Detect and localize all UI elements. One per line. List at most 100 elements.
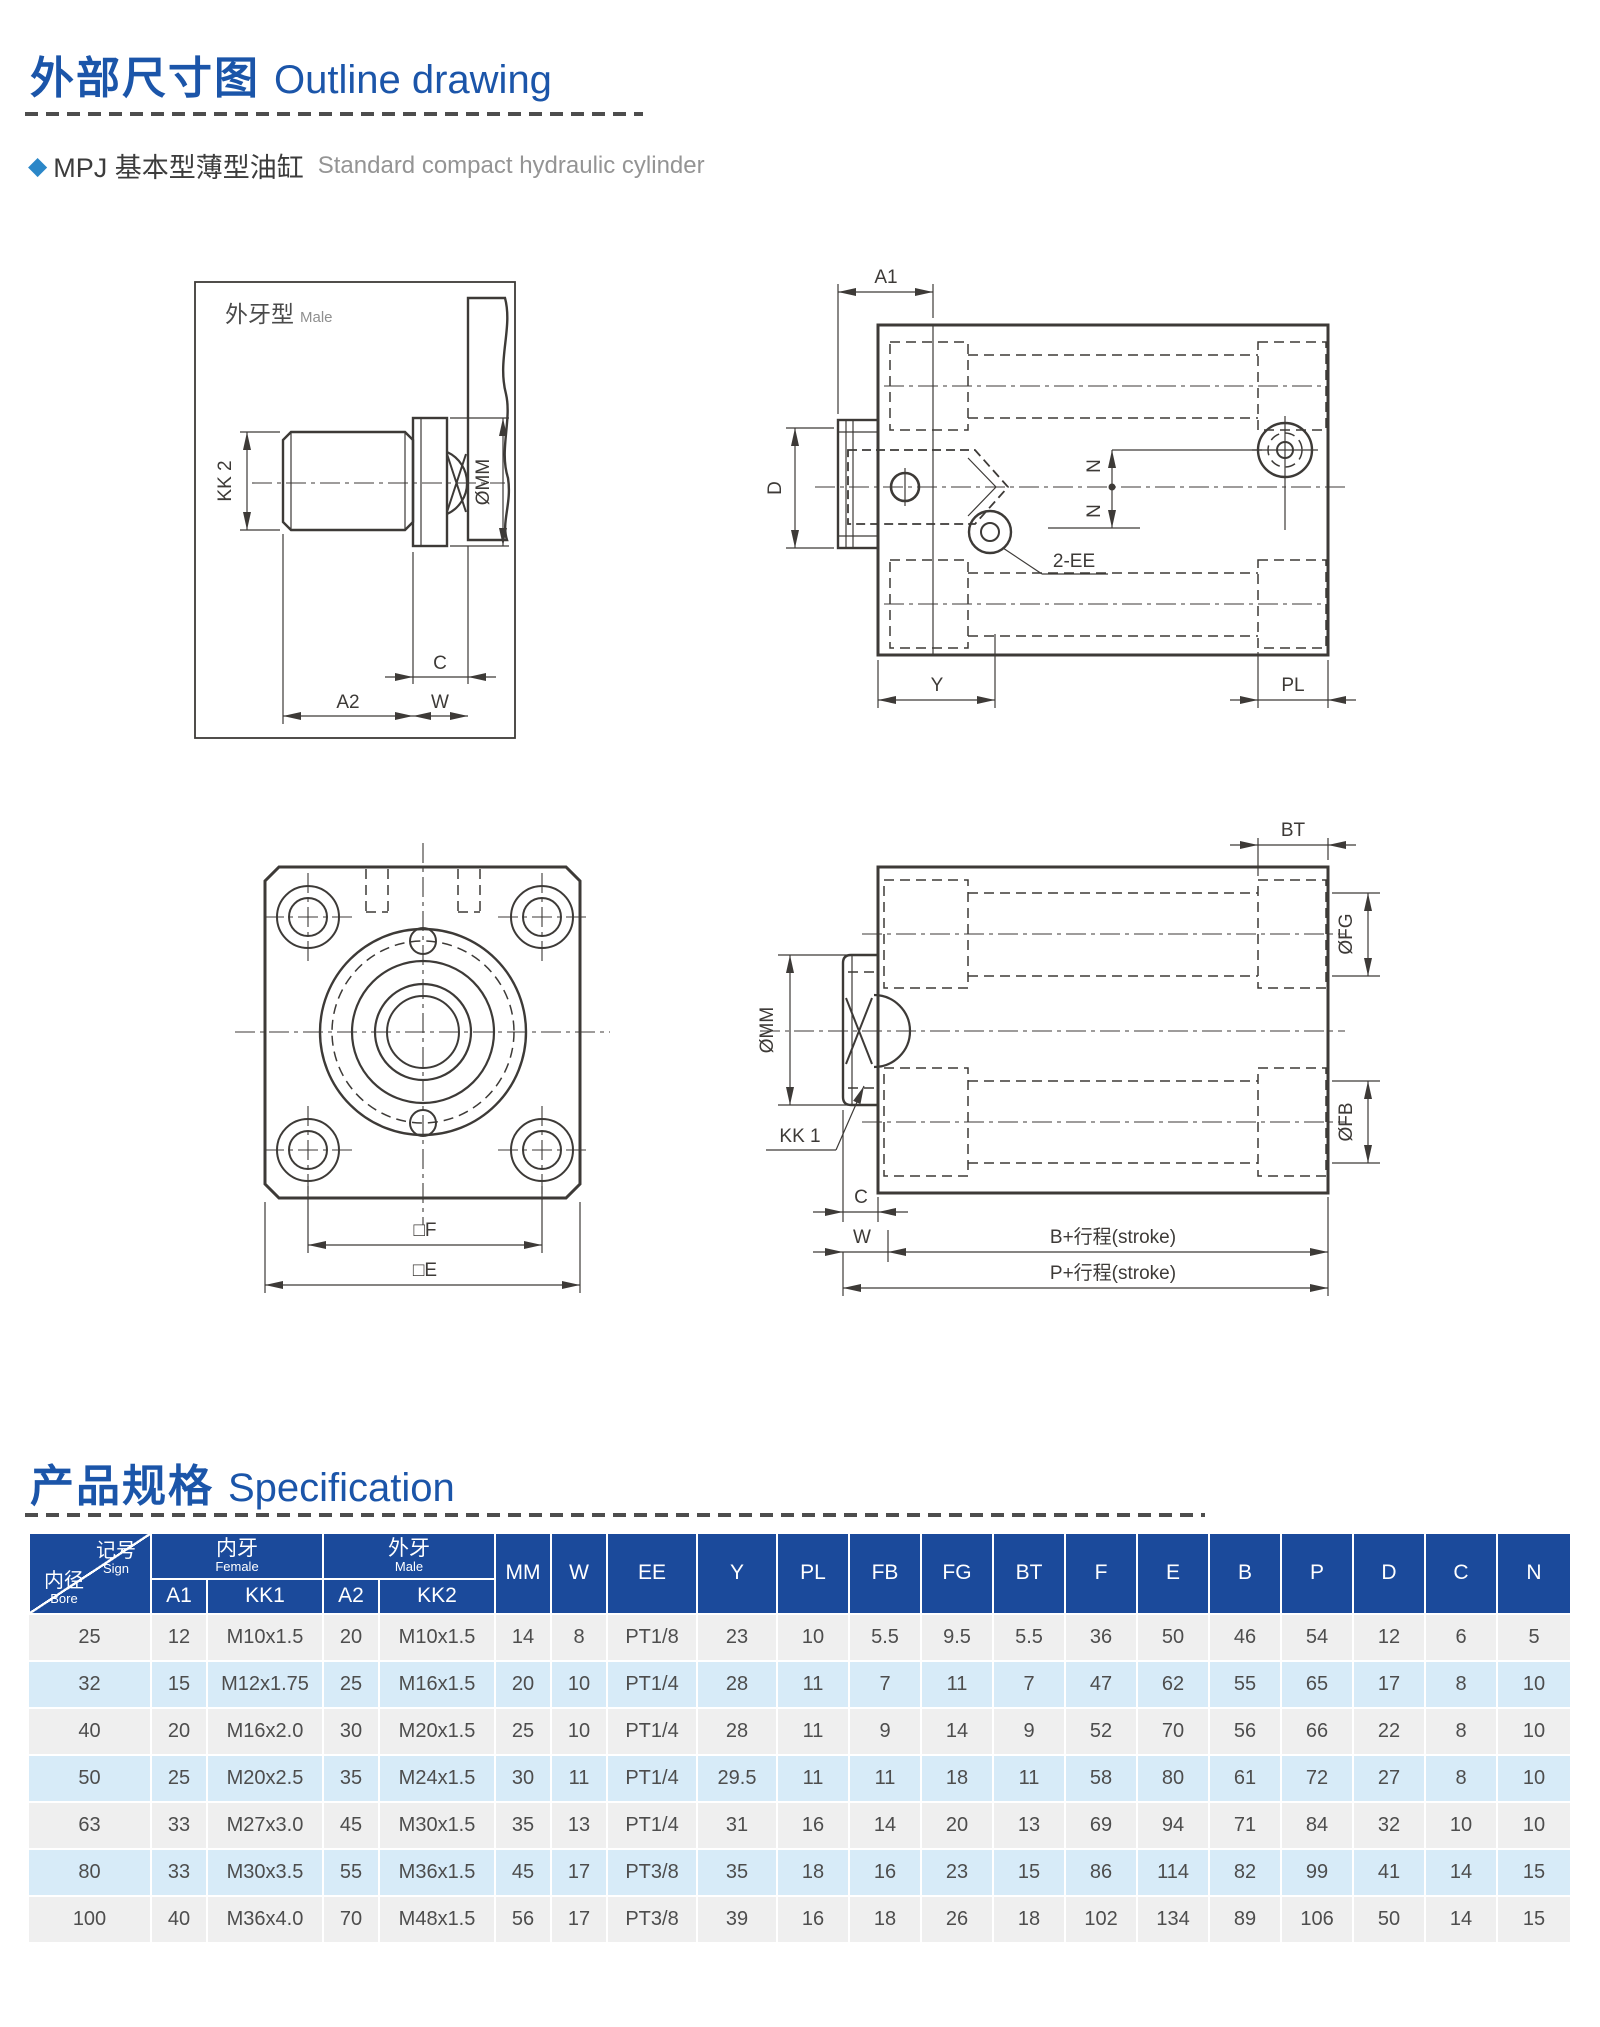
spec-cell: 10 [1497, 1802, 1573, 1850]
spec-cell: 70 [1137, 1708, 1211, 1756]
drawing-caption-en: Male [300, 309, 333, 326]
col-header-ee: EE [606, 1532, 699, 1615]
drawing-side-view: A1 D N N 2-EE Y [765, 267, 1356, 708]
spec-cell: 86 [1065, 1849, 1139, 1897]
col-header-w: W [550, 1532, 609, 1615]
spec-cell: 32 [1353, 1802, 1427, 1850]
spec-cell: 17 [1353, 1661, 1427, 1709]
spec-cell: 26 [921, 1896, 995, 1944]
spec-cell: 45 [323, 1802, 381, 1850]
spec-cell: M48x1.5 [379, 1896, 497, 1944]
col-header-c: C [1424, 1532, 1499, 1615]
spec-cell: 39 [697, 1896, 779, 1944]
bore-cell: 100 [29, 1896, 152, 1944]
dim-label-n-upper: N [1084, 459, 1105, 473]
spec-cell: 14 [495, 1614, 553, 1662]
spec-cell: 13 [993, 1802, 1067, 1850]
spec-cell: 25 [151, 1755, 208, 1803]
spec-cell: 10 [1497, 1661, 1573, 1709]
col-header-bt: BT [992, 1532, 1067, 1615]
drawing-female-side-view: BT ØFG ØFB ØMM KK 1 C [757, 820, 1380, 1296]
dim-label-b-stroke: B+行程(stroke) [1050, 1226, 1176, 1248]
spec-cell: 102 [1065, 1896, 1139, 1944]
spec-cell: 40 [151, 1896, 208, 1944]
dim-label-w: W [431, 692, 449, 713]
spec-cell: 6 [1425, 1614, 1499, 1662]
spec-cell: 41 [1353, 1849, 1427, 1897]
spec-cell: PT1/8 [607, 1614, 699, 1662]
corner-sign-label: 记号 Sign [96, 1540, 136, 1576]
spec-cell: 52 [1065, 1708, 1139, 1756]
dim-label-bt: BT [1281, 820, 1306, 841]
corner-header: 记号 Sign 内径 Bore [28, 1532, 152, 1615]
spec-cell: 20 [323, 1614, 381, 1662]
spec-title-en: Specification [228, 1466, 455, 1510]
spec-cell: 20 [495, 1661, 553, 1709]
spec-cell: 17 [551, 1849, 609, 1897]
spec-cell: 80 [1137, 1755, 1211, 1803]
bore-cell: 32 [29, 1661, 152, 1709]
spec-cell: 23 [921, 1849, 995, 1897]
spec-cell: 18 [921, 1755, 995, 1803]
col-header-kk2: KK2 [378, 1578, 497, 1615]
spec-cell: 16 [777, 1802, 851, 1850]
spec-cell: 45 [495, 1849, 553, 1897]
spec-cell: 30 [323, 1708, 381, 1756]
spec-cell: 33 [151, 1849, 208, 1897]
spec-cell: 11 [849, 1755, 923, 1803]
product-bullet: ◆ MPJ 基本型薄型油缸 Standard compact hydraulic… [28, 146, 705, 185]
dim-label-mm: ØMM [473, 459, 494, 505]
bore-cell: 40 [29, 1708, 152, 1756]
spec-cell: 8 [551, 1614, 609, 1662]
spec-cell: M27x3.0 [207, 1802, 325, 1850]
outline-drawings: 外牙型 Male KK 2 ØMM [194, 267, 1380, 1296]
spec-cell: 10 [1497, 1708, 1573, 1756]
spec-cell: 11 [777, 1661, 851, 1709]
product-name-cn: MPJ 基本型薄型油缸 [53, 153, 304, 183]
spec-cell: 5 [1497, 1614, 1573, 1662]
dim-label-a2: A2 [336, 692, 359, 713]
spec-cell: 11 [921, 1661, 995, 1709]
spec-cell: 25 [495, 1708, 553, 1756]
spec-cell: 15 [1497, 1896, 1573, 1944]
product-name-en: Standard compact hydraulic cylinder [317, 151, 705, 179]
spec-cell: M12x1.75 [207, 1661, 325, 1709]
spec-cell: 72 [1281, 1755, 1355, 1803]
dim-label-e: □E [413, 1260, 437, 1281]
spec-cell: 114 [1137, 1849, 1211, 1897]
dim-label-p-stroke: P+行程(stroke) [1050, 1262, 1176, 1284]
dashed-divider [25, 112, 643, 116]
spec-cell: 35 [697, 1849, 779, 1897]
spec-cell: 16 [777, 1896, 851, 1944]
spec-cell: PT1/4 [607, 1755, 699, 1803]
col-header-mm: MM [494, 1532, 553, 1615]
spec-cell: 7 [993, 1661, 1067, 1709]
spec-cell: 10 [777, 1614, 851, 1662]
spec-cell: M36x1.5 [379, 1849, 497, 1897]
spec-cell: 27 [1353, 1755, 1427, 1803]
spec-cell: 56 [1209, 1708, 1283, 1756]
drawing-caption-cn: 外牙型 [225, 301, 294, 327]
spec-cell: 10 [1497, 1755, 1573, 1803]
spec-cell: 11 [993, 1755, 1067, 1803]
col-header-b: B [1208, 1532, 1283, 1615]
dim-label-c: C [433, 653, 447, 674]
spec-cell: 89 [1209, 1896, 1283, 1944]
spec-cell: 20 [151, 1708, 208, 1756]
spec-cell: M30x1.5 [379, 1802, 497, 1850]
spec-cell: 9 [993, 1708, 1067, 1756]
spec-cell: 20 [921, 1802, 995, 1850]
outline-title-en: Outline drawing [274, 58, 552, 102]
spec-cell: 16 [849, 1849, 923, 1897]
spec-cell: 33 [151, 1802, 208, 1850]
spec-cell: 61 [1209, 1755, 1283, 1803]
spec-title-cn: 产品规格 [30, 1462, 214, 1511]
corner-bore-label: 内径 Bore [44, 1570, 84, 1607]
